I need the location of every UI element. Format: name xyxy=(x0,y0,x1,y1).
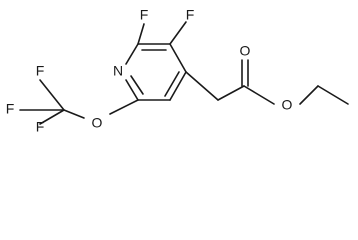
atom-label-f-cf3-top: F xyxy=(36,63,45,79)
bond-o-cf3 xyxy=(63,109,85,119)
bond-ester-o-ch2 xyxy=(299,85,319,105)
atom-label-n: N xyxy=(113,63,123,79)
atom-label-f-cf3-bottom: F xyxy=(36,119,45,135)
substituent-bonds xyxy=(19,21,349,125)
ring-double-bond-c6-n xyxy=(130,75,144,95)
ring-bond-c3-c4 xyxy=(169,43,187,73)
bond-cf3-f-top xyxy=(39,79,65,111)
bond-ch2-ch3 xyxy=(317,85,349,105)
ring-bond-c4-c5 xyxy=(169,71,187,101)
ring-bond-n-c2 xyxy=(125,43,139,65)
pyridine-ring xyxy=(125,43,187,101)
atom-label-o-carbonyl: O xyxy=(240,43,251,59)
atom-label-f-c2: F xyxy=(140,7,149,23)
ring-bond-c6-n xyxy=(125,79,139,101)
bond-c6-o xyxy=(109,99,139,115)
atom-label-o-ether: O xyxy=(92,115,103,131)
bond-c4-ch2 xyxy=(185,71,219,101)
bond-c3-f xyxy=(169,21,187,45)
atom-label-o-ester: O xyxy=(282,97,293,113)
bond-cf3-f-bottom xyxy=(39,109,65,125)
chemical-structure-diagram: F F N F F F O O O xyxy=(6,7,349,135)
bond-ch2-carbonyl xyxy=(217,85,245,101)
bond-c2-f xyxy=(137,23,145,45)
atom-labels: F F N F F F O O O xyxy=(6,7,293,135)
atom-label-f-c3: F xyxy=(186,7,195,23)
atom-label-f-cf3-left: F xyxy=(6,101,15,117)
ring-double-bond-c4-c5 xyxy=(164,71,180,97)
bond-carbonyl-ester-o xyxy=(243,85,275,105)
